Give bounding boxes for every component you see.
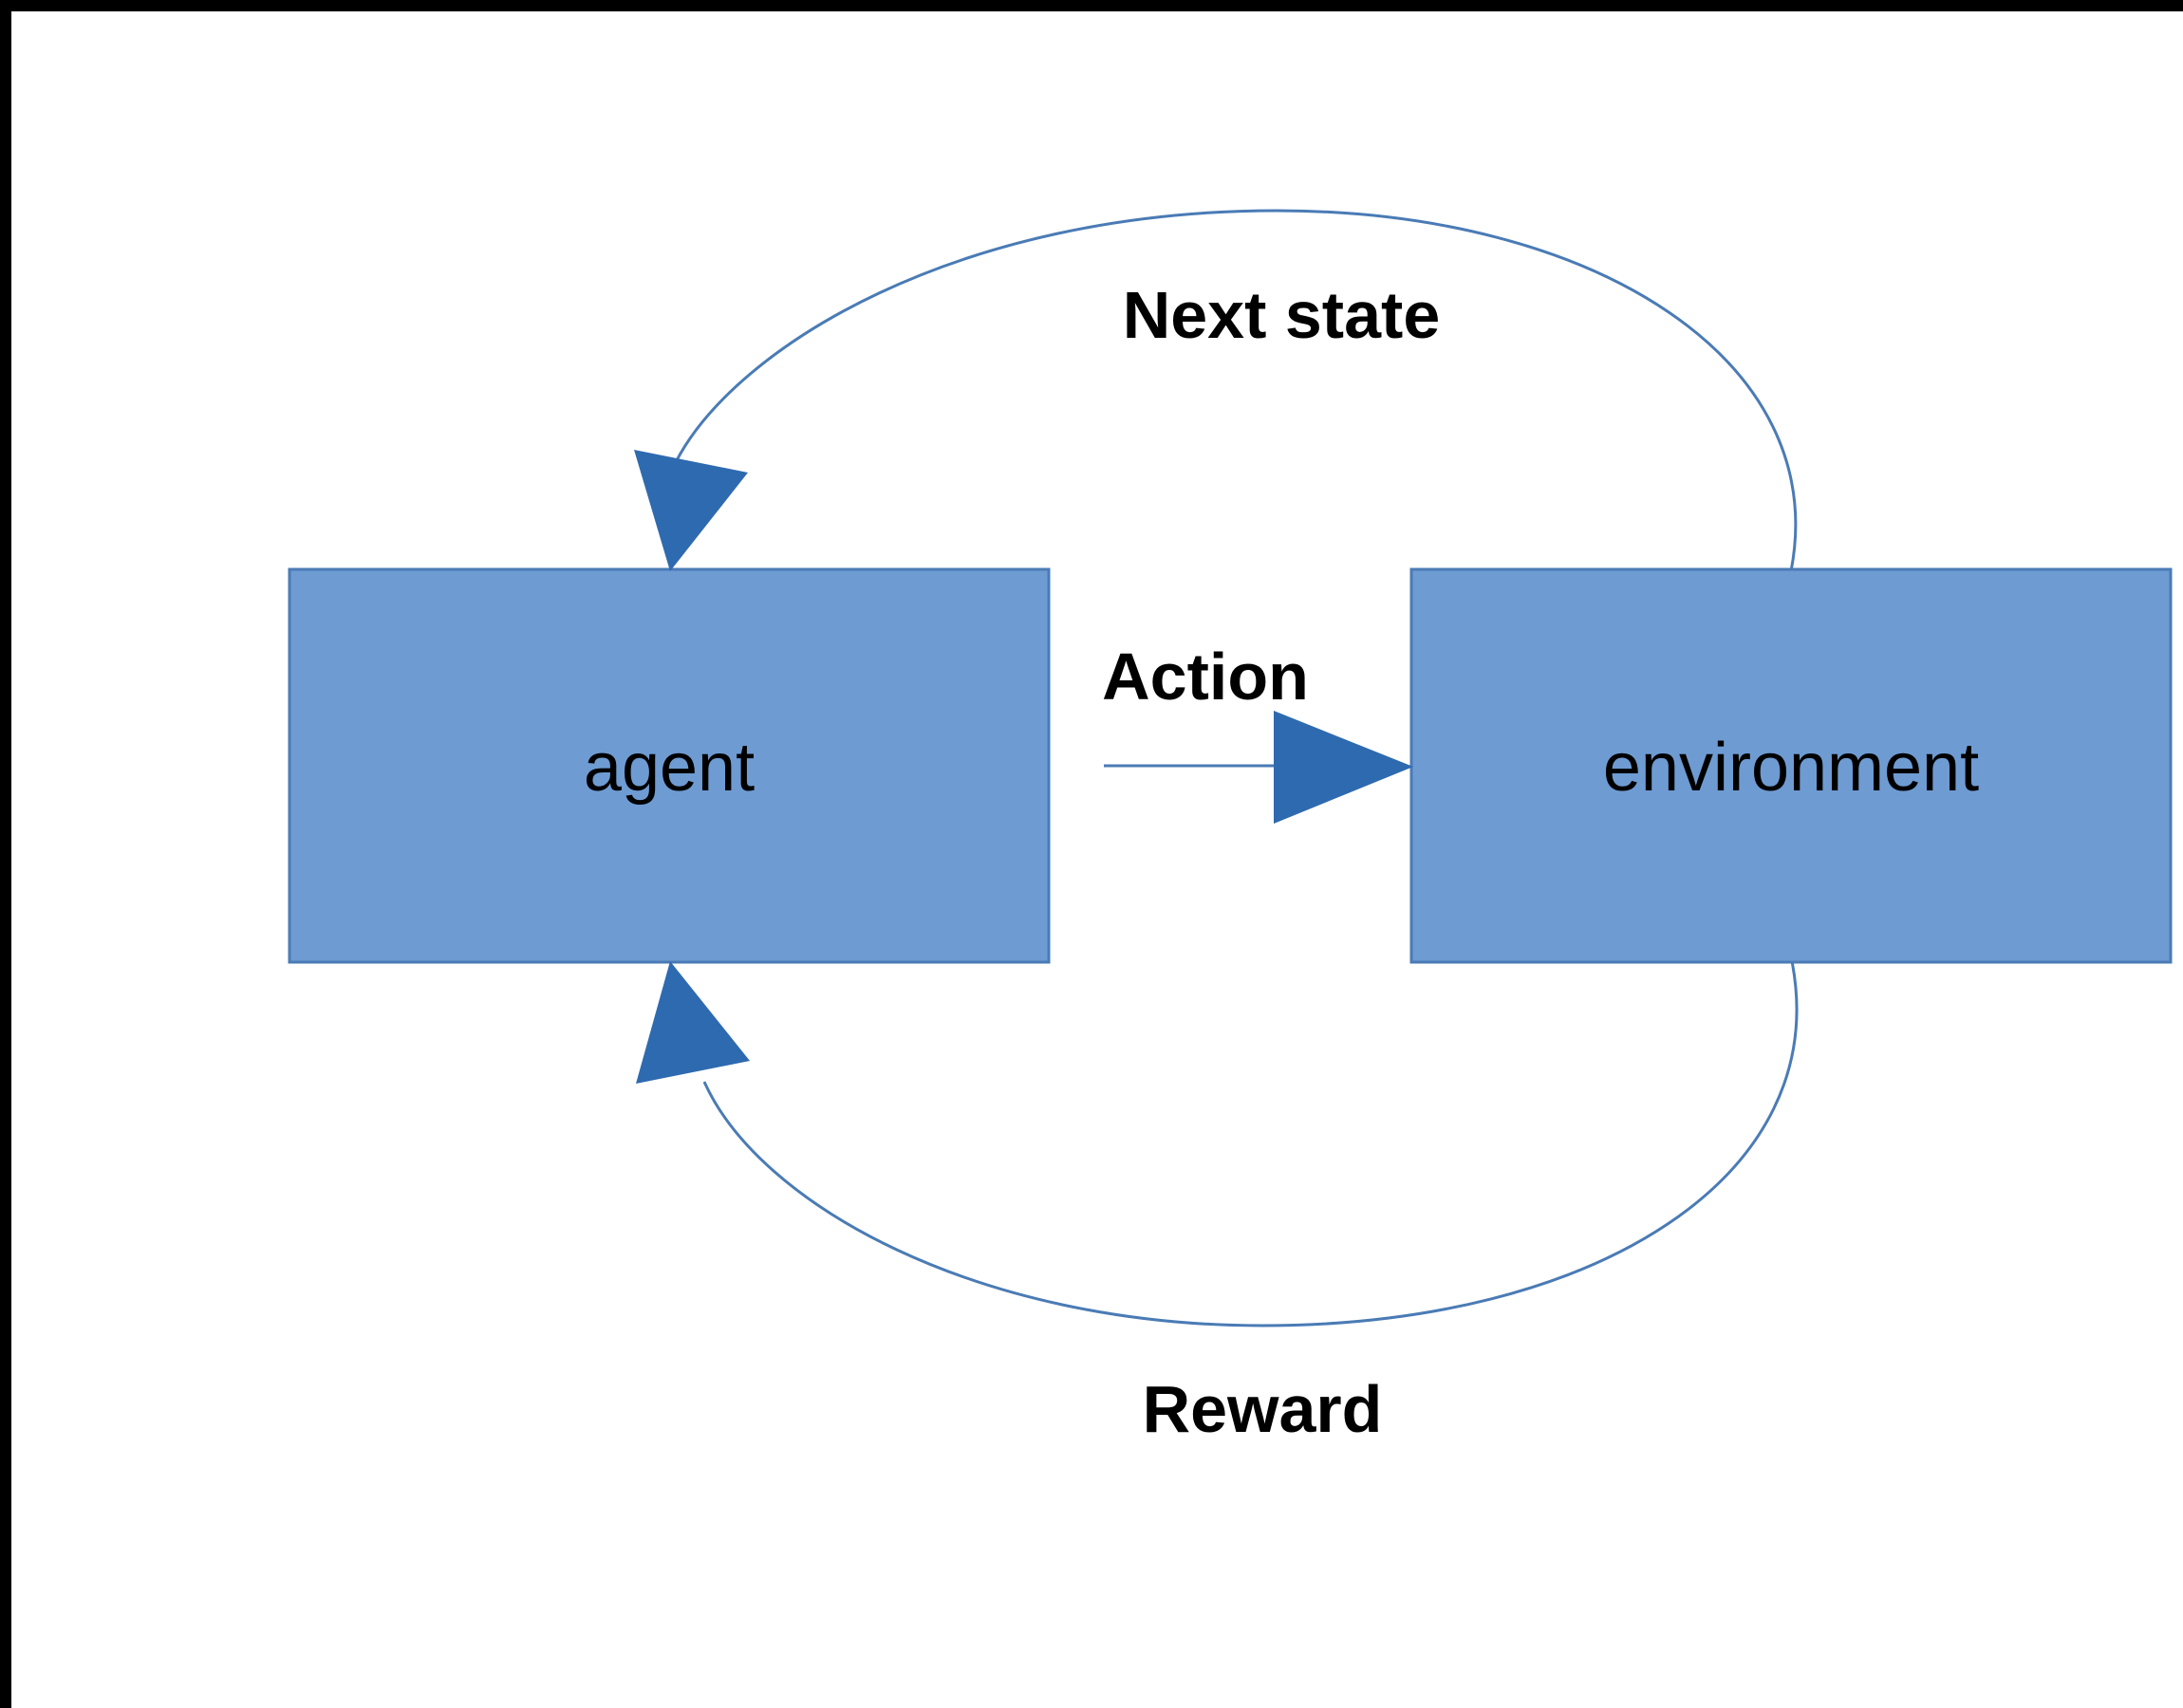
edge-next-state-label: Next state — [1122, 278, 1441, 352]
action-arrowhead-icon — [1274, 711, 1413, 824]
next-state-connector — [674, 209, 1798, 572]
node-environment[interactable] — [1409, 567, 2173, 964]
frame-top-border — [0, 0, 2183, 11]
node-agent-label: agent — [583, 730, 756, 806]
edge-action-label: Action — [1102, 640, 1309, 714]
node-agent[interactable] — [288, 567, 1051, 964]
next-state-arrowhead-icon — [634, 450, 748, 571]
node-environment-label: environment — [1602, 730, 1980, 806]
reward-arrowhead-icon — [636, 961, 750, 1084]
frame-left-border — [0, 0, 11, 1708]
reward-connector — [702, 960, 1799, 1327]
edge-reward-label: Reward — [1142, 1372, 1383, 1446]
